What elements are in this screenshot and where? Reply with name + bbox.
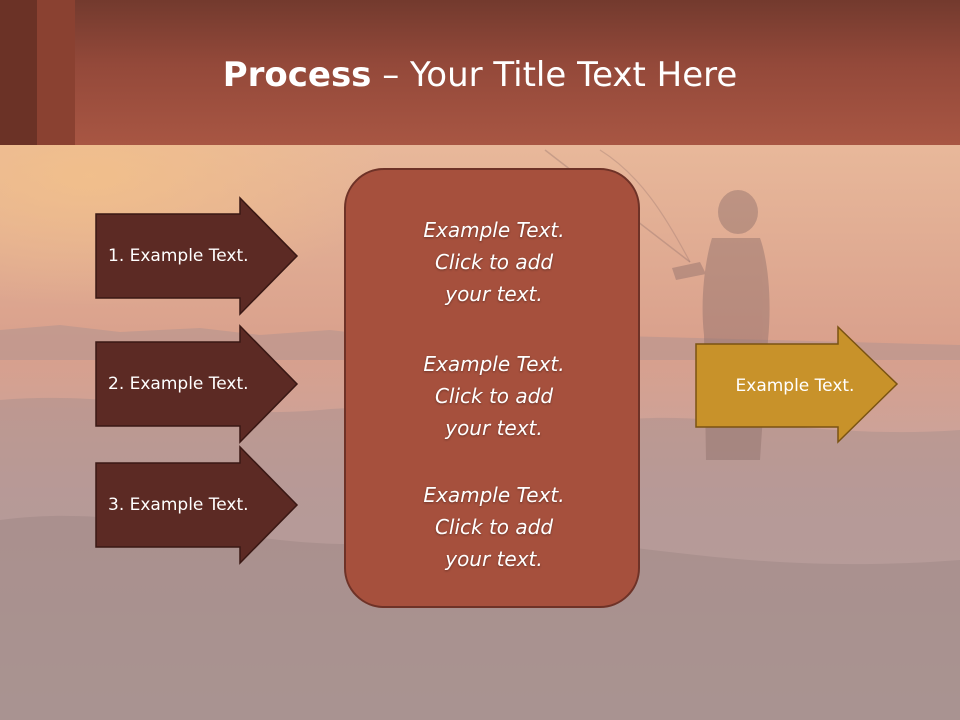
text-line: Click to add [434, 384, 554, 408]
step-label: 3. Example Text. [108, 495, 249, 515]
center-text-box[interactable]: Example Text. Click to add your text. Ex… [344, 168, 640, 608]
step-label: 2. Example Text. [108, 374, 249, 394]
slide-title[interactable]: Process – Your Title Text Here [75, 50, 885, 100]
text-line: Example Text. [423, 218, 565, 242]
text-line: Click to add [434, 250, 554, 274]
text-line: Example Text. [423, 483, 565, 507]
output-label: Example Text. [735, 375, 855, 396]
text-block-2: Example Text. Click to add your text. [346, 348, 642, 444]
text-line: Example Text. [423, 352, 565, 376]
text-block-3: Example Text. Click to add your text. [346, 479, 642, 575]
header-stripe [0, 0, 37, 145]
text-line: your text. [445, 416, 543, 440]
step-arrow-1[interactable]: 1. Example Text. [95, 196, 300, 316]
header-band [0, 0, 960, 145]
text-line: your text. [445, 282, 543, 306]
arrow-shape [95, 324, 299, 444]
step-arrow-2[interactable]: 2. Example Text. [95, 324, 300, 444]
output-arrow[interactable]: Example Text. [695, 325, 900, 444]
arrow-shape [95, 445, 299, 565]
step-arrow-3[interactable]: 3. Example Text. [95, 445, 300, 565]
step-label: 1. Example Text. [108, 246, 249, 266]
arrow-shape [95, 196, 299, 316]
text-block-1: Example Text. Click to add your text. [346, 214, 642, 310]
text-line: your text. [445, 547, 543, 571]
header-stripe [37, 0, 75, 145]
arrow-shape [695, 325, 899, 444]
text-line: Click to add [434, 515, 554, 539]
title-bold: Process [222, 55, 372, 95]
title-rest: – Your Title Text Here [371, 55, 738, 95]
